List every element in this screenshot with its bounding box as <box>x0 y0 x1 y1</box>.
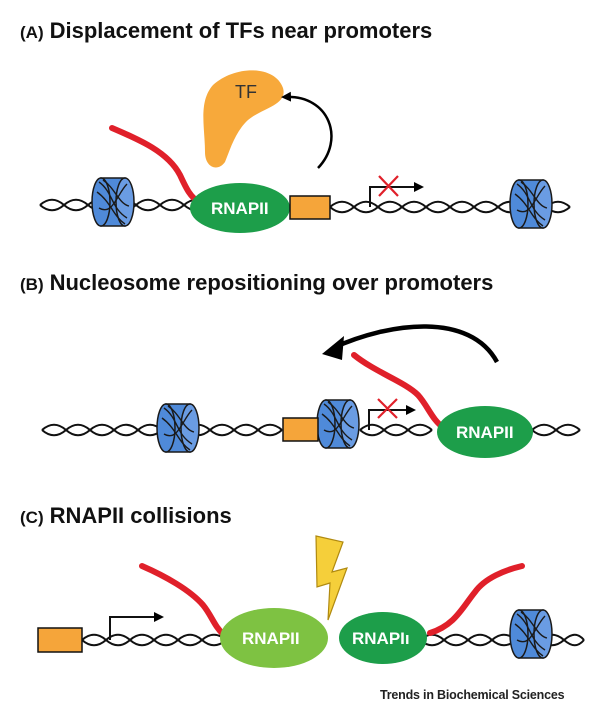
curved-arrow-head <box>322 336 344 360</box>
transcription-factor <box>203 70 284 168</box>
nucleosome-icon <box>91 177 135 227</box>
transcript-strand <box>109 125 203 206</box>
rnapii-label: RNAPII <box>242 629 300 648</box>
journal-credit: Trends in Biochemical Sciences <box>380 688 565 702</box>
dna-helix-c <box>81 633 585 647</box>
tf-label: TF <box>235 82 257 102</box>
transcript-strand <box>139 563 227 638</box>
panel-c-title: (C)RNAPII collisions <box>20 503 232 528</box>
panel-c: (C)RNAPII collisions RNAPII RNAPIı <box>20 503 585 668</box>
panel-b-title: (B)Nucleosome repositioning over promote… <box>20 270 493 295</box>
rnapii-label: RNAPII <box>211 199 269 218</box>
curved-arrow-icon <box>332 324 499 364</box>
transcription-start-arrow <box>109 612 164 640</box>
transcript-strand <box>351 352 447 431</box>
transcription-start-arrow <box>369 182 424 207</box>
nucleosome-icon <box>509 179 553 229</box>
lightning-icon <box>315 535 348 621</box>
transcript-strand <box>427 563 525 636</box>
promoter-box <box>282 417 319 442</box>
promoter-box <box>37 627 83 653</box>
rnapii-label: RNAPII <box>456 423 514 442</box>
rna-polymerase-icon <box>190 183 290 233</box>
transcription-start-arrow <box>368 405 416 430</box>
panel-a-title: (A)Displacement of TFs near promoters <box>20 18 432 43</box>
nucleosome-icon <box>509 609 553 659</box>
rnapii-label: RNAPIı <box>352 629 410 648</box>
panel-a: (A)Displacement of TFs near promoters TF… <box>20 18 571 233</box>
promoter-box <box>289 195 331 220</box>
nucleosome-icon <box>316 399 360 449</box>
blocked-x-icon <box>378 175 399 197</box>
rna-polymerase-icon <box>339 612 427 664</box>
rna-polymerase-icon <box>437 406 533 458</box>
panel-b: (B)Nucleosome repositioning over promote… <box>20 270 581 458</box>
rna-polymerase-icon <box>220 608 328 668</box>
nucleosome-icon <box>156 403 200 453</box>
curved-arrow-icon <box>281 91 333 169</box>
blocked-x-icon <box>377 398 398 419</box>
